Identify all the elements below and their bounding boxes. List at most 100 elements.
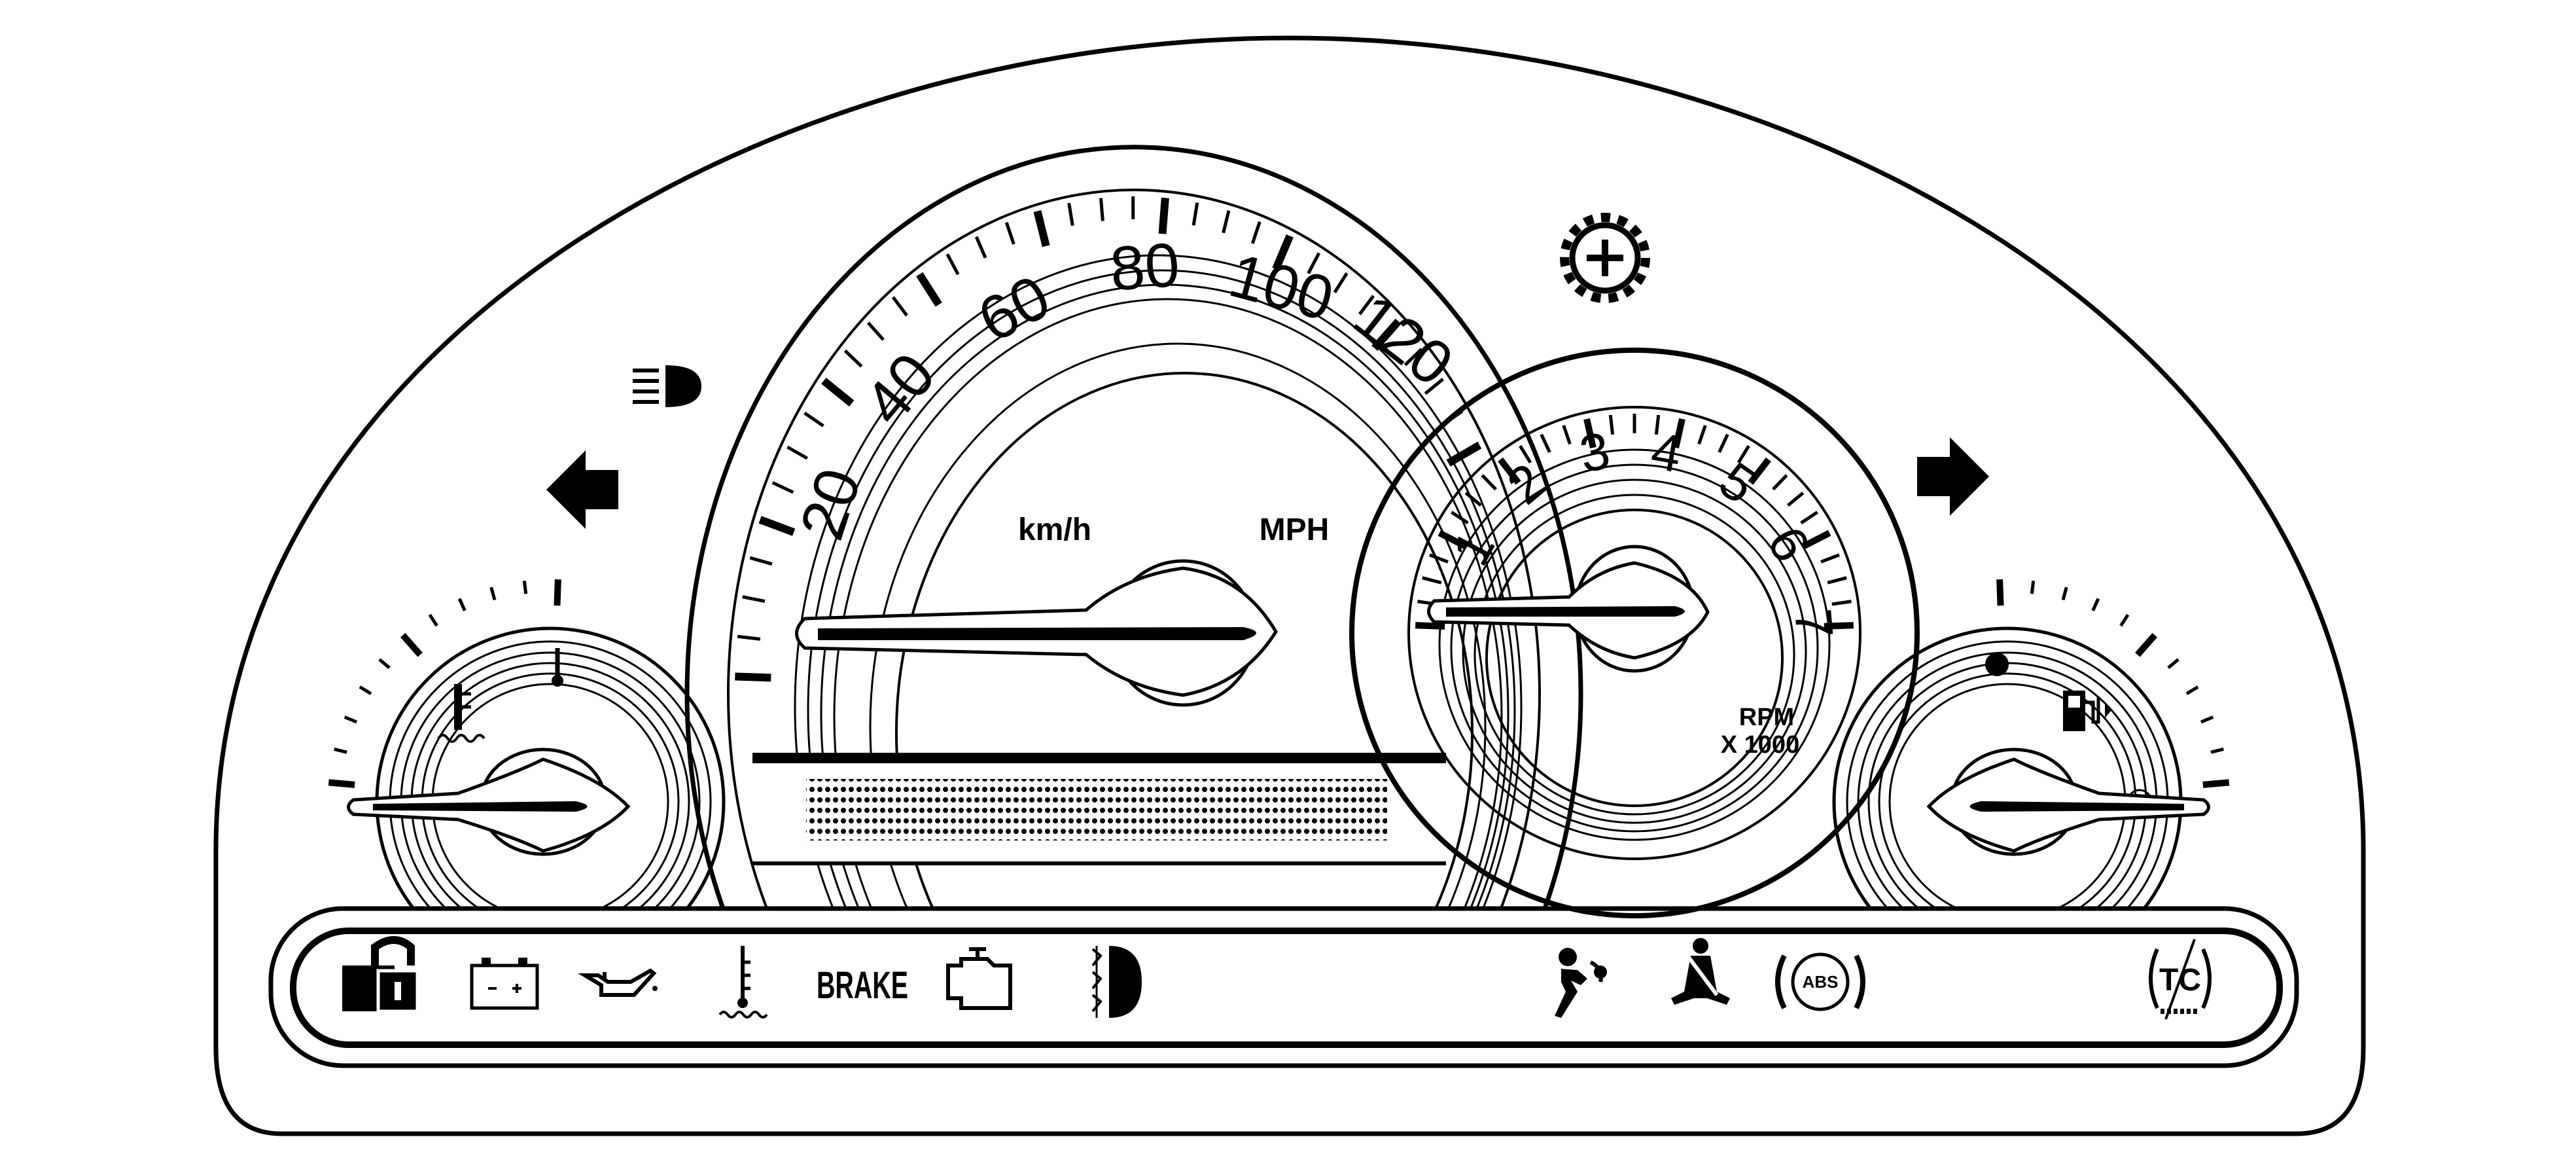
minor-tick <box>334 748 347 754</box>
minor-tick <box>737 634 761 641</box>
major-tick <box>758 516 796 536</box>
minor-tick <box>1424 378 1444 395</box>
fuel-pump-icon <box>2063 691 2111 731</box>
seatbelt-icon <box>1671 938 1730 1005</box>
speed-label-40: 40 <box>851 340 949 438</box>
left-turn-signal-icon <box>546 450 618 529</box>
major-tick <box>1748 457 1771 485</box>
minor-tick <box>866 321 885 341</box>
major-tick <box>1583 418 1597 449</box>
minor-tick <box>344 715 358 724</box>
minor-tick <box>359 685 372 695</box>
minor-tick <box>749 556 773 566</box>
oil-pressure-icon <box>578 968 658 997</box>
temperature-gauge <box>328 579 726 909</box>
minor-tick <box>891 296 908 317</box>
minor-tick <box>974 236 987 259</box>
check-engine-icon <box>946 947 1012 1010</box>
major-tick <box>1033 210 1050 247</box>
minor-tick <box>2200 715 2214 724</box>
minor-tick <box>2030 581 2036 594</box>
minor-tick <box>2185 685 2199 695</box>
cluster-housing <box>213 35 2366 1136</box>
minor-tick <box>1403 348 1423 367</box>
minor-tick <box>803 411 824 427</box>
full-marker-icon <box>1985 653 2009 676</box>
minor-tick <box>1004 222 1015 245</box>
minor-tick <box>1800 511 1818 525</box>
unit-mph-label: MPH <box>1260 513 1330 547</box>
speed-label-20: 20 <box>787 460 874 547</box>
speed-label-100: 100 <box>1222 240 1341 334</box>
high-beam-icon <box>633 365 701 407</box>
major-tick <box>916 272 942 307</box>
major-tick <box>400 633 423 657</box>
minor-tick <box>1827 576 1847 585</box>
major-tick <box>735 672 771 682</box>
unit-kmh-label: km/h <box>1018 513 1091 547</box>
minor-tick <box>1540 433 1551 453</box>
traction-control-off-icon: TC <box>2149 939 2212 1020</box>
major-tick <box>1415 622 1445 630</box>
major-tick <box>2202 779 2230 788</box>
odometer-display <box>752 753 1446 865</box>
minor-tick <box>1307 252 1321 274</box>
major-tick <box>1158 197 1169 234</box>
major-tick <box>1801 530 1831 550</box>
airbag-icon <box>1555 948 1607 1018</box>
major-tick <box>1371 318 1402 351</box>
minor-tick <box>457 598 467 611</box>
minor-tick <box>1333 272 1349 294</box>
minor-tick <box>742 595 766 604</box>
battery-icon <box>470 958 539 1010</box>
minor-tick <box>1358 295 1375 316</box>
speed-label-80: 80 <box>1108 230 1182 304</box>
abs-label: ABS <box>1803 972 1839 992</box>
minor-tick <box>786 445 809 460</box>
right-turn-signal-icon <box>1917 437 1989 516</box>
rpm-label-4: 4 <box>1647 421 1685 483</box>
minor-tick <box>378 658 391 670</box>
minor-tick <box>1429 553 1449 564</box>
telltale-strip: BRAKE ABS TC <box>268 906 2299 1068</box>
major-tick <box>1672 418 1685 449</box>
rpm-label-3: 3 <box>1576 421 1614 483</box>
major-tick <box>1446 441 1482 467</box>
minor-tick <box>1787 492 1805 507</box>
rpm-ticks <box>1415 414 1854 630</box>
rpm-label-5: 5 <box>1709 450 1767 514</box>
minor-tick <box>1772 474 1788 491</box>
minor-tick <box>1562 425 1572 445</box>
minor-tick <box>1191 202 1199 226</box>
front-fog-lamp-icon <box>1091 946 1142 1018</box>
fuel-gauge <box>1832 579 2230 909</box>
major-tick <box>1824 622 1854 630</box>
minor-tick <box>1718 433 1729 453</box>
brake-warning-label: BRAKE <box>817 964 908 1007</box>
dot-matrix-display <box>806 779 1387 840</box>
minor-tick <box>1831 600 1852 606</box>
minor-tick <box>1464 492 1482 507</box>
minor-tick <box>2091 598 2100 611</box>
minor-tick <box>1737 444 1750 464</box>
minor-tick <box>2119 613 2130 627</box>
major-tick <box>328 779 355 788</box>
minor-tick <box>771 481 794 494</box>
abs-warning-icon: ABS <box>1775 952 1865 1011</box>
minor-tick <box>1697 425 1707 445</box>
minor-tick <box>1222 210 1231 234</box>
door-lock-icon <box>342 936 419 1013</box>
coolant-temp-icon <box>437 684 485 743</box>
hot-thermometer-icon <box>552 648 563 687</box>
rpm-multiplier-label: X 1000 <box>1721 731 1799 759</box>
minor-tick <box>1608 414 1615 435</box>
major-tick <box>2135 633 2158 657</box>
minor-tick <box>489 586 497 601</box>
minor-tick <box>843 349 863 368</box>
minor-tick <box>1519 444 1532 464</box>
service-gear-icon <box>1560 213 1650 303</box>
temperature-ticks <box>328 579 561 788</box>
minor-tick <box>1481 474 1497 491</box>
